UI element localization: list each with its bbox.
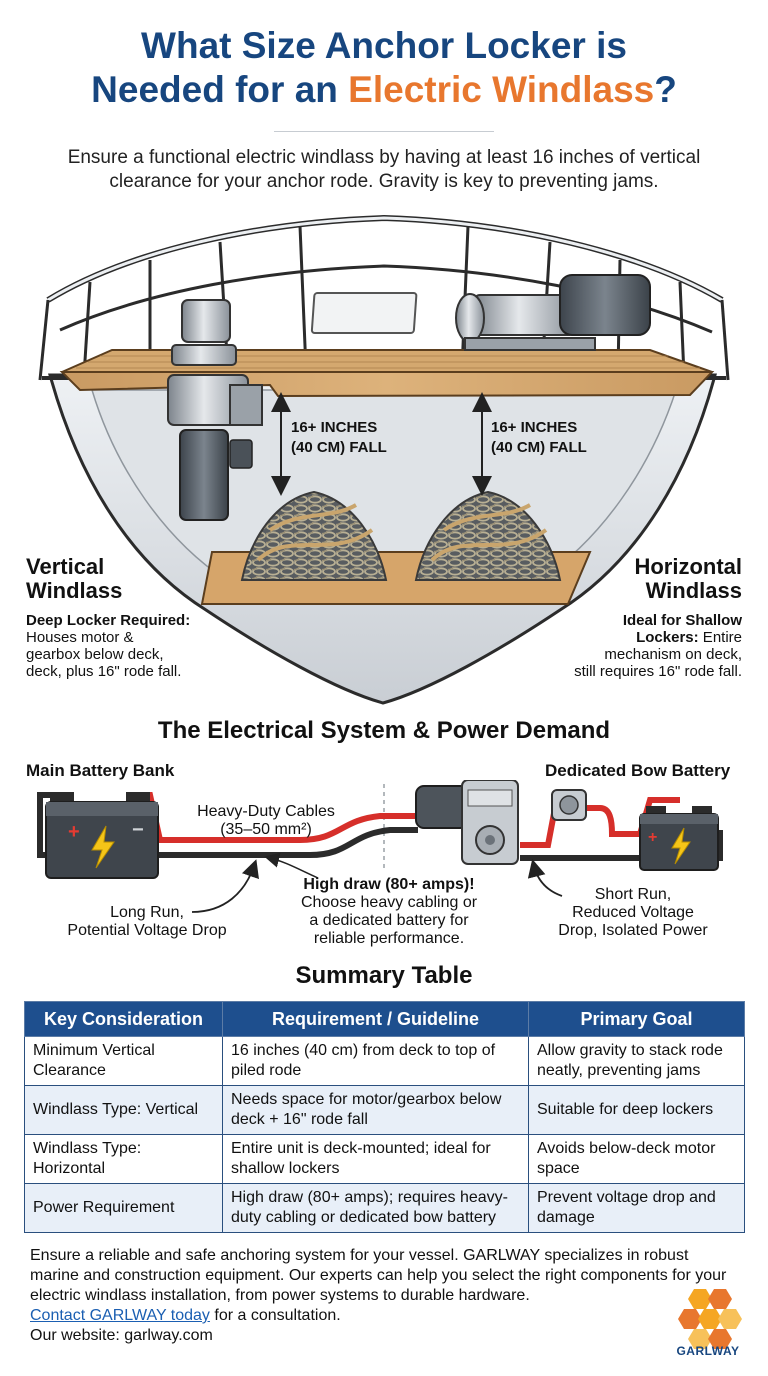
long-run-arrow bbox=[191, 859, 259, 913]
fall-label-left: 16+ INCHES (40 CM) FALL bbox=[291, 419, 387, 456]
table-row: Power Requirement High draw (80+ amps); … bbox=[24, 1183, 745, 1233]
table-header-cell: Requirement / Guideline bbox=[222, 1001, 529, 1037]
contact-link[interactable]: Contact GARLWAY today bbox=[30, 1307, 210, 1324]
short-run-arrow bbox=[527, 859, 563, 897]
subtitle: Ensure a functional electric windlass by… bbox=[67, 147, 701, 192]
table-cell: Avoids below-deck motor space bbox=[528, 1134, 745, 1184]
table-cell: Entire unit is deck-mounted; ideal for s… bbox=[222, 1134, 529, 1184]
table-cell: Allow gravity to stack rode neatly, prev… bbox=[528, 1036, 745, 1086]
logo-wordmark: GARLWAY bbox=[676, 1344, 740, 1358]
title-line1: What Size Anchor Locker is bbox=[141, 25, 627, 66]
table-cell: Suitable for deep lockers bbox=[528, 1085, 745, 1135]
fall-label-right: 16+ INCHES (40 CM) FALL bbox=[491, 419, 587, 456]
table-cell: High draw (80+ amps); requires heavy-dut… bbox=[222, 1183, 529, 1233]
electrical-section-title: The Electrical System & Power Demand bbox=[157, 717, 611, 744]
vertical-windlass-heading: Vertical Windlass bbox=[26, 554, 123, 603]
table-header-row: Key Consideration Requirement / Guidelin… bbox=[24, 1001, 745, 1037]
table-cell: 16 inches (40 cm) from deck to top of pi… bbox=[222, 1036, 529, 1086]
table-cell: Windlass Type: Horizontal bbox=[24, 1134, 223, 1184]
main-battery-label: Main Battery Bank bbox=[26, 761, 175, 780]
high-draw-note: High draw (80+ amps)! Choose heavy cabli… bbox=[300, 876, 478, 947]
main-battery-icon: + − bbox=[45, 792, 159, 879]
title-line2-suffix: ? bbox=[654, 69, 677, 110]
table-row: Windlass Type: Vertical Needs space for … bbox=[24, 1085, 745, 1135]
long-run-note: Long Run, Potential Voltage Drop bbox=[67, 904, 227, 939]
table-header-cell: Primary Goal bbox=[528, 1001, 745, 1037]
table-cell: Prevent voltage drop and damage bbox=[528, 1183, 745, 1233]
vertical-windlass bbox=[167, 299, 263, 521]
deck-hatch bbox=[310, 292, 418, 334]
vertical-windlass-description: Deep Locker Required: Houses motor & gea… bbox=[26, 612, 191, 680]
footer-website: Our website: garlway.com bbox=[30, 1327, 213, 1344]
bow-battery-label: Dedicated Bow Battery bbox=[545, 761, 731, 780]
table-row: Windlass Type: Horizontal Entire unit is… bbox=[24, 1134, 745, 1184]
table-header-cell: Key Consideration bbox=[24, 1001, 223, 1037]
horizontal-windlass-description: Ideal for Shallow Lockers: Entire mechan… bbox=[574, 612, 742, 680]
title-divider bbox=[274, 131, 494, 132]
bow-circuit-breaker-icon bbox=[551, 789, 587, 821]
horizontal-windlass-heading: Horizontal Windlass bbox=[634, 554, 742, 603]
table-cell: Power Requirement bbox=[24, 1183, 223, 1233]
bow-battery-icon: + bbox=[639, 806, 719, 871]
svg-text:−: − bbox=[132, 819, 144, 841]
table-row: Minimum Vertical Clearance 16 inches (40… bbox=[24, 1036, 745, 1086]
page-title: What Size Anchor Locker is Needed for an… bbox=[0, 24, 768, 112]
electrical-diagram: + − + bbox=[37, 780, 723, 913]
rode-pile-left bbox=[240, 490, 388, 581]
svg-text:+: + bbox=[648, 829, 657, 846]
table-cell: Needs space for motor/gearbox below deck… bbox=[222, 1085, 529, 1135]
title-line2-prefix: Needed for an bbox=[91, 69, 349, 110]
footer: Ensure a reliable and safe anchoring sys… bbox=[30, 1246, 740, 1346]
summary-table: Key Consideration Requirement / Guidelin… bbox=[24, 1001, 745, 1233]
anchor-locker-illustration bbox=[38, 214, 730, 705]
high-draw-arrow bbox=[264, 852, 319, 879]
cable-spec-label: Heavy-Duty Cables (35–50 mm²) bbox=[197, 803, 335, 838]
footer-text: Ensure a reliable and safe anchoring sys… bbox=[30, 1247, 727, 1304]
svg-text:+: + bbox=[68, 821, 80, 843]
short-run-black-cable bbox=[520, 830, 723, 861]
long-run-red-cable bbox=[140, 792, 418, 843]
table-cell: Minimum Vertical Clearance bbox=[24, 1036, 223, 1086]
horizontal-windlass bbox=[455, 274, 651, 351]
summary-table-title: Summary Table bbox=[295, 962, 473, 989]
title-highlight: Electric Windlass bbox=[348, 69, 655, 110]
table-cell: Windlass Type: Vertical bbox=[24, 1085, 223, 1135]
windlass-motor-icon bbox=[415, 780, 519, 865]
footer-cta: Contact GARLWAY today for a consultation… bbox=[30, 1307, 341, 1324]
short-run-note: Short Run, Reduced Voltage Drop, Isolate… bbox=[558, 886, 708, 939]
garlway-logo-icon bbox=[678, 1289, 742, 1349]
